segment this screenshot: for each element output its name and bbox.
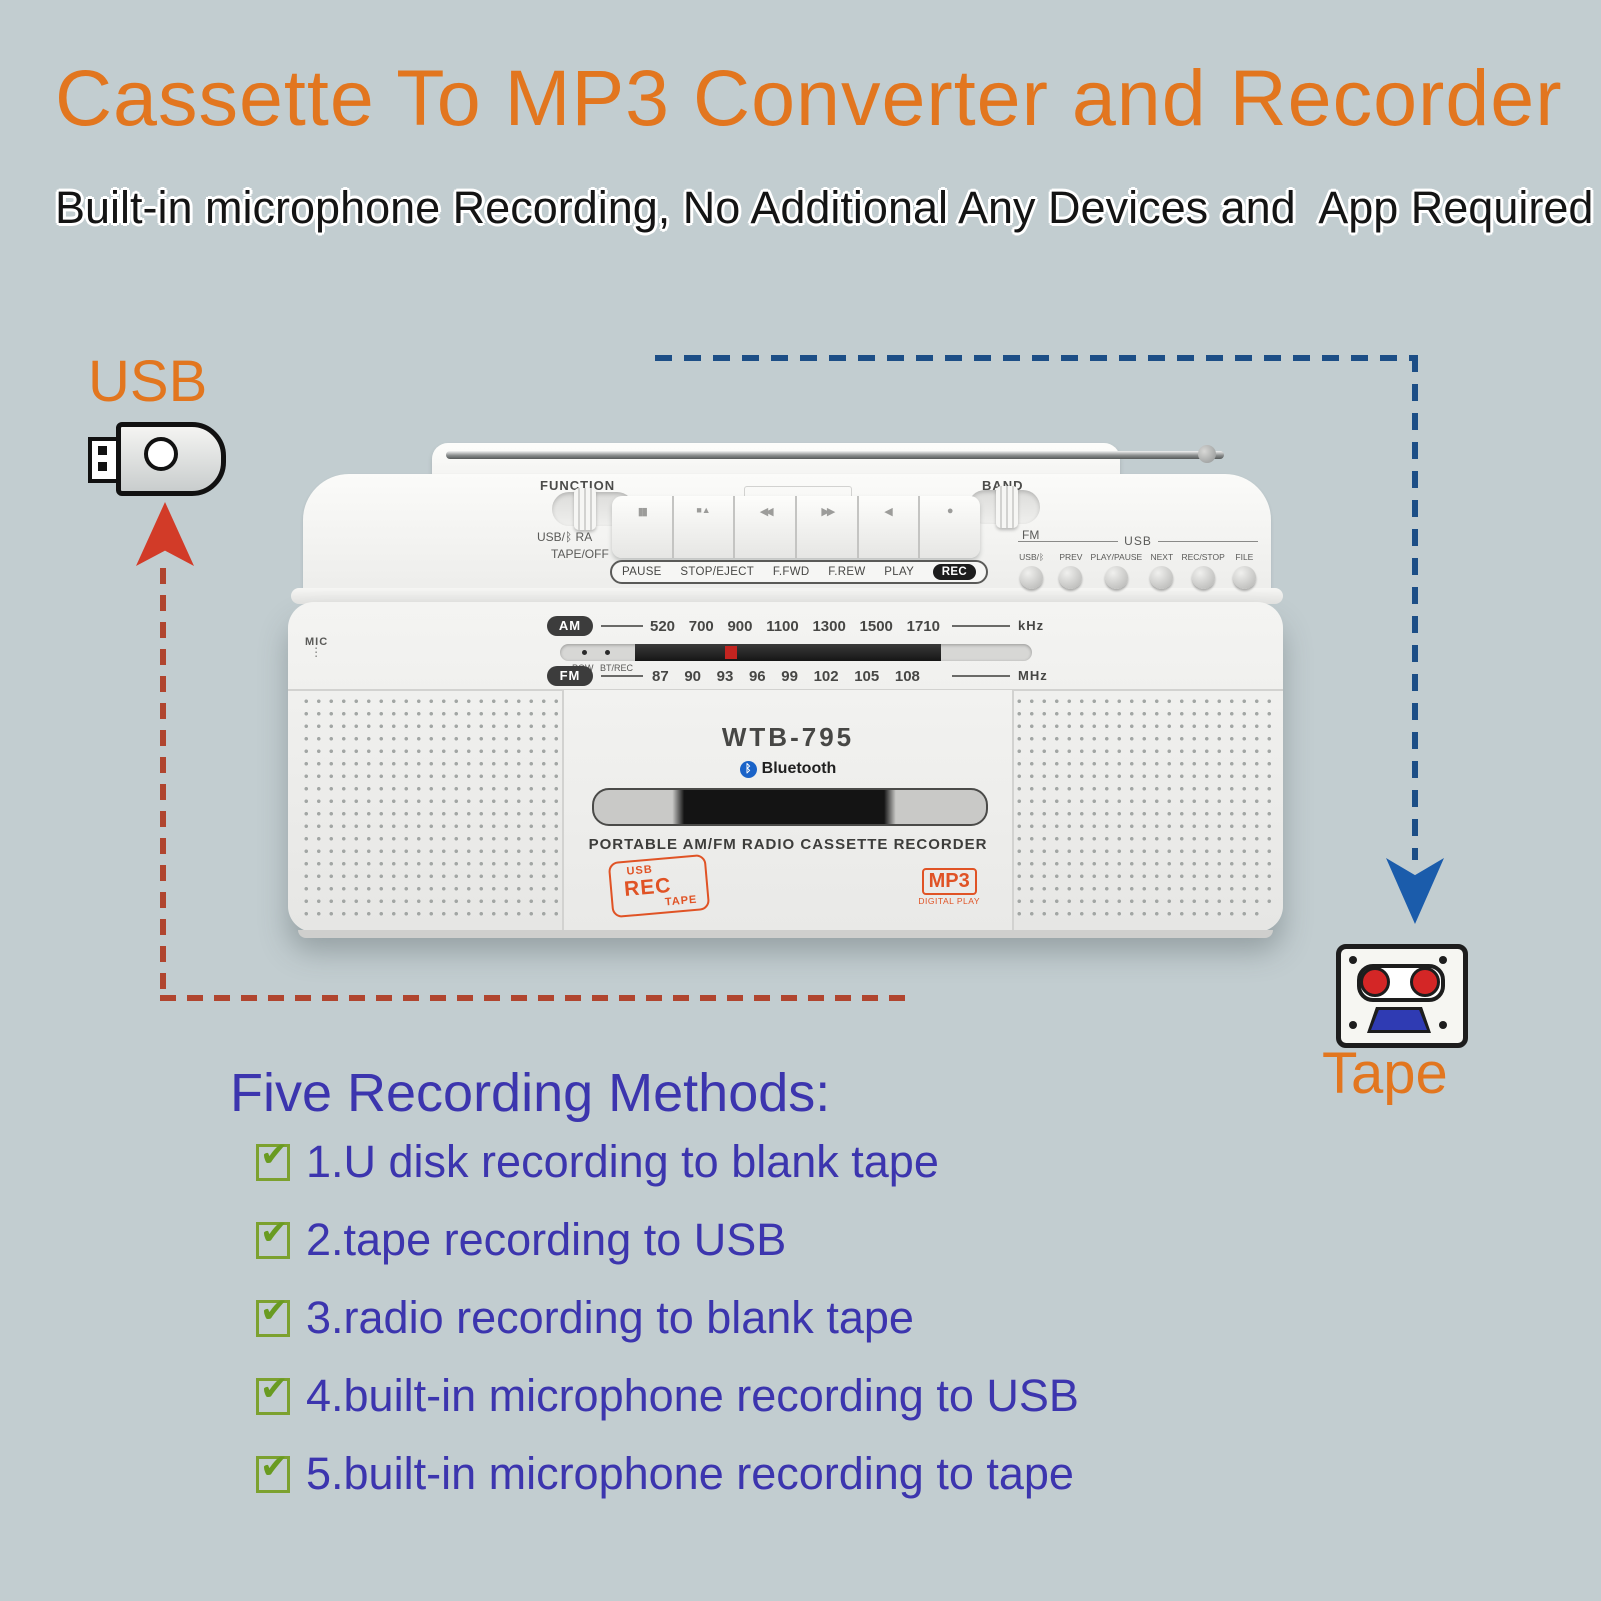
check-icon: ✔ <box>256 1214 290 1259</box>
method-item-1: ✔ 1.U disk recording to blank tape <box>256 1136 939 1188</box>
file-button <box>1232 566 1256 589</box>
play-key-icon: ◀ <box>859 496 921 558</box>
methods-heading: Five Recording Methods: <box>230 1063 831 1123</box>
file-button-label: FILE <box>1235 552 1254 562</box>
prev-button <box>1059 566 1083 589</box>
left-speaker-grille <box>300 695 558 923</box>
method-text: 2.tape recording to USB <box>306 1214 787 1265</box>
fm-frequency-scale: 87 90 93 96 99 102 105 108 <box>652 668 920 685</box>
band-switch-knob <box>996 486 1018 528</box>
mic-holes: ⋮ <box>310 645 324 659</box>
frew-label: F.REW <box>828 566 866 578</box>
usb-rec-tape-badge: USB REC TAPE <box>607 853 711 919</box>
tape-label-area <box>1371 1010 1427 1030</box>
function-option-usb-radio: USB/ᛒ RA <box>537 530 593 544</box>
tape-reel-right <box>1410 967 1440 997</box>
pause-key-icon: ▮▮ <box>612 496 674 558</box>
am-badge: AM <box>547 616 593 636</box>
tape-flow-label: Tape <box>1322 1041 1448 1106</box>
band-switch <box>968 486 1040 528</box>
device-base <box>298 930 1273 938</box>
model-number: WTB-795 <box>721 722 855 752</box>
tuning-dial-track <box>560 644 1032 661</box>
product-tagline: PORTABLE AM/FM RADIO CASSETTE RECORDER <box>588 836 988 853</box>
transport-keys: ▮▮ ■▲ ◀◀ ▶▶ ◀ ● <box>612 496 980 558</box>
rec-stop-button-label: REC/STOP <box>1181 552 1225 562</box>
method-item-2: ✔ 2.tape recording to USB <box>256 1214 786 1266</box>
rec-key-icon: ● <box>946 505 954 517</box>
page-title: Cassette To MP3 Converter and Recorder <box>55 53 1563 142</box>
ffwd-key-icon: ▶▶ <box>797 496 859 558</box>
usb-bt-button <box>1020 566 1044 589</box>
stop-eject-label: STOP/EJECT <box>680 566 755 578</box>
blue-dashed-line-horizontal <box>655 355 1417 361</box>
check-icon: ✔ <box>256 1292 290 1337</box>
power-led <box>582 650 587 655</box>
mhz-unit: MHz <box>1018 668 1048 683</box>
red-dashed-line-vertical <box>160 568 166 1001</box>
ffwd-label: F.FWD <box>772 566 810 578</box>
usb-plug <box>88 437 120 483</box>
tape-reel-left <box>1360 967 1390 997</box>
antenna <box>446 451 1224 459</box>
blue-down-arrow-icon <box>1386 858 1444 924</box>
cassette-door: WTB-795 ᛒ Bluetooth PORTABLE AM/FM RADIO… <box>562 690 1014 930</box>
tuning-indicator <box>725 646 737 659</box>
rec-label-chip: REC <box>932 564 976 580</box>
usb-button-cluster: USB USB/ᛒ PREV PLAY/PAUSE NEXT REC/STOP … <box>1012 534 1264 589</box>
method-text: 4.built-in microphone recording to USB <box>306 1370 1079 1421</box>
method-item-3: ✔ 3.radio recording to blank tape <box>256 1292 914 1344</box>
method-item-5: ✔ 5.built-in microphone recording to tap… <box>256 1448 1074 1500</box>
fm-badge: FM <box>547 666 593 686</box>
usb-ring <box>144 437 178 471</box>
cassette-tape-icon <box>1336 944 1468 1048</box>
red-up-arrow-icon <box>136 502 194 566</box>
prev-button-label: PREV <box>1059 552 1083 562</box>
page-subtitle: Built-in microphone Recording, No Additi… <box>55 182 1594 233</box>
next-button <box>1150 566 1174 589</box>
bluetooth-branding: ᛒ Bluetooth <box>564 760 1012 778</box>
check-icon: ✔ <box>256 1448 290 1493</box>
stop-eject-key-icon: ■▲ <box>674 496 736 558</box>
check-icon: ✔ <box>256 1370 290 1415</box>
play-pause-button-label: PLAY/PAUSE <box>1090 552 1143 562</box>
usb-drive-icon <box>88 422 226 496</box>
right-speaker-grille <box>1013 695 1271 923</box>
usb-bt-button-label: USB/ᛒ <box>1019 552 1045 562</box>
blue-dashed-line-vertical <box>1412 355 1418 860</box>
pause-label: PAUSE <box>622 566 662 578</box>
mic-label: MIC⋮ <box>305 636 329 659</box>
check-icon: ✔ <box>256 1136 290 1181</box>
method-text: 5.built-in microphone recording to tape <box>306 1448 1074 1499</box>
red-dashed-line-horizontal <box>160 995 915 1001</box>
mp3-badge: MP3 DIGITAL PLAY <box>918 868 980 906</box>
function-switch-knob <box>574 488 596 530</box>
method-item-4: ✔ 4.built-in microphone recording to USB <box>256 1370 1079 1422</box>
function-option-tape-off: TAPE/OFF <box>551 547 609 561</box>
bluetooth-word: Bluetooth <box>761 760 837 777</box>
rewind-key-icon: ◀◀ <box>735 496 798 558</box>
play-label: PLAY <box>884 566 915 578</box>
transport-label-strip: PAUSE STOP/EJECT F.FWD F.REW PLAY REC <box>610 560 988 584</box>
function-label: FUNCTION <box>540 478 616 493</box>
next-button-label: NEXT <box>1150 552 1174 562</box>
usb-cluster-caption: USB <box>1012 534 1264 548</box>
method-text: 1.U disk recording to blank tape <box>306 1136 939 1187</box>
bluetooth-icon: ᛒ <box>739 760 757 778</box>
usb-flow-label: USB <box>88 349 208 414</box>
play-pause-button <box>1104 566 1128 589</box>
bt-rec-led <box>605 650 610 655</box>
deck-front-edge <box>291 588 1283 604</box>
rec-stop-button <box>1191 566 1215 589</box>
antenna-pivot <box>1198 445 1216 463</box>
cassette-window-slot <box>592 788 988 826</box>
bt-rec-led-label: BT/REC <box>600 663 634 673</box>
am-frequency-scale: 520 700 900 1100 1300 1500 1710 <box>650 618 940 635</box>
method-text: 3.radio recording to blank tape <box>306 1292 914 1343</box>
khz-unit: kHz <box>1018 618 1045 633</box>
